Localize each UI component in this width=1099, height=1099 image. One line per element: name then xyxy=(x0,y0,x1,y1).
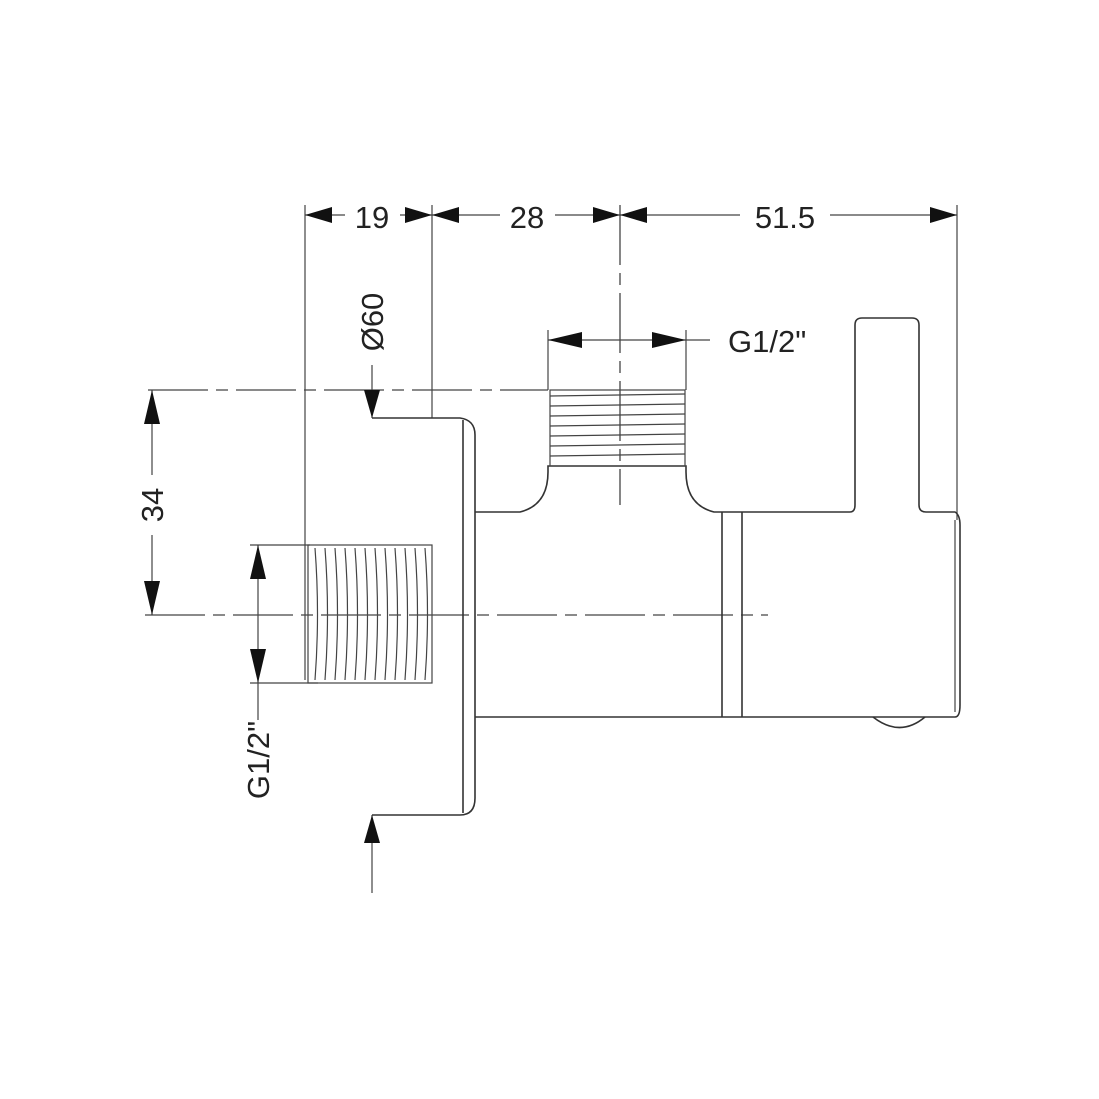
thread-ridge xyxy=(344,547,349,681)
thread-outline xyxy=(307,544,433,684)
height-dimension xyxy=(144,390,160,615)
dimension-51-5: 51.5 xyxy=(755,200,815,235)
thread-ridge xyxy=(364,547,369,681)
outlet-thread-label: G1/2" xyxy=(728,324,806,359)
extension-lines xyxy=(145,205,958,684)
thread-ridge xyxy=(549,393,686,397)
inlet-thread-dimension xyxy=(250,545,266,720)
dimension-19: 19 xyxy=(355,200,389,235)
inlet-thread-label: G1/2" xyxy=(241,721,276,799)
thread-ridge xyxy=(354,547,359,681)
thread-ridge xyxy=(549,453,686,457)
thread-ridge xyxy=(549,423,686,427)
thread-ridge xyxy=(324,547,329,681)
diameter-60-label: Ø60 xyxy=(355,293,390,352)
thread-ridge xyxy=(549,443,686,447)
thread-ridge xyxy=(314,547,319,681)
dimension-28: 28 xyxy=(510,200,544,235)
thread-ridge xyxy=(384,547,389,681)
thread-ridge xyxy=(404,547,409,681)
thread-ridge xyxy=(549,413,686,417)
wall-flange xyxy=(372,417,476,816)
top-dimension-line xyxy=(305,207,957,223)
thread-outline xyxy=(549,389,686,467)
thread-ridge xyxy=(374,547,379,681)
inlet-thread xyxy=(307,544,433,684)
thread-ridge xyxy=(414,547,419,681)
thread-ridge xyxy=(394,547,399,681)
outlet-thread xyxy=(549,389,686,467)
diameter-arrows xyxy=(364,365,380,893)
thread-ridge xyxy=(424,547,429,681)
valve-body xyxy=(475,317,961,729)
thread-ridge xyxy=(334,547,339,681)
thread-ridge xyxy=(549,403,686,407)
thread-ridge xyxy=(549,433,686,437)
outlet-thread-dimension xyxy=(548,332,710,348)
dimension-34: 34 xyxy=(135,488,170,522)
